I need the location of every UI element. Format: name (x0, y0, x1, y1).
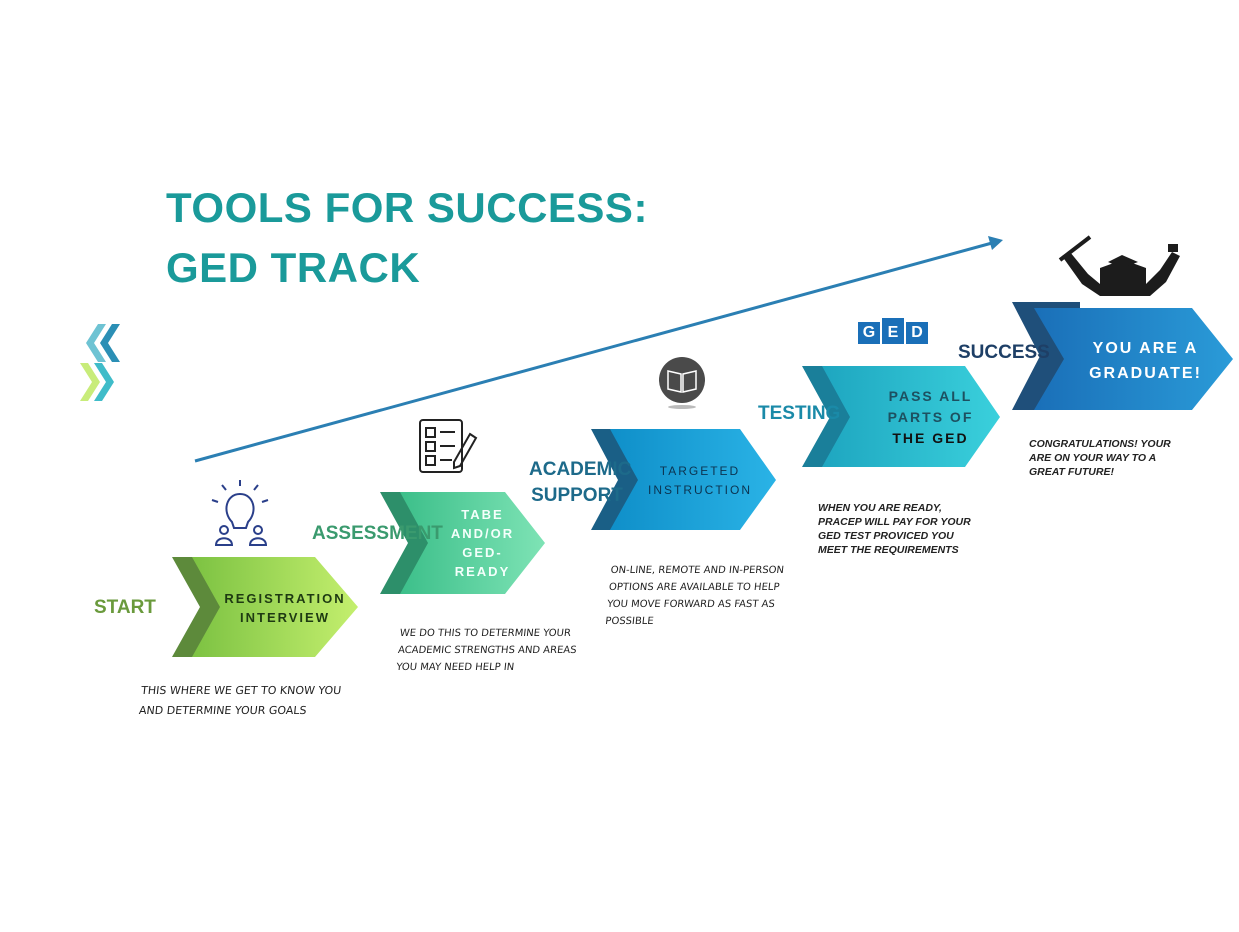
progress-arrow-line (194, 241, 993, 463)
stage-5-desc-line1: CONGRATULATIONS! YOUR (1029, 438, 1171, 450)
stage-2-chevron-text: TABE AND/OR GED- READY (430, 505, 535, 581)
stage-5-chevron (1012, 302, 1233, 410)
stage-5-chevron-text: YOU ARE A GRADUATE! (1068, 336, 1223, 386)
stage-3-chevron (591, 429, 776, 530)
stage-1-label: START (94, 597, 156, 618)
stage-3-desc-line4: POSSIBLE (604, 616, 655, 627)
stage-3-chevron-line2: INSTRUCTION (648, 483, 752, 497)
stage-5-chevron-line1: YOU ARE A (1092, 340, 1199, 357)
stage-1-chevron-text: REGISTRATION INTERVIEW (220, 589, 350, 627)
stage-2-desc-line2: ACADEMIC STRENGTHS AND AREAS (397, 645, 578, 656)
stage-1-chevron-line2: INTERVIEW (240, 610, 330, 625)
stage-4-desc-line2: PRACEP WILL PAY FOR YOUR (818, 516, 971, 528)
open-book-icon (659, 357, 705, 409)
stage-4-chevron-line3: THE GED (892, 430, 969, 446)
stage-4-chevron-line2: PARTS OF (887, 409, 974, 425)
stage-5-desc-line2: ARE ON YOUR WAY TO A (1029, 452, 1157, 464)
stage-4-desc-line1: WHEN YOU ARE READY, (818, 502, 942, 514)
stage-2-chevron-line4: READY (454, 564, 511, 579)
stage-4-desc-line4: MEET THE REQUIREMENTS (818, 544, 959, 556)
stage-2-desc-line3: YOU MAY NEED HELP IN (395, 662, 515, 673)
page-title-line2: GED TRACK (166, 244, 421, 291)
stage-3-desc-line1: ON-LINE, REMOTE AND IN-PERSON (610, 565, 785, 576)
stage-2-desc-line1: WE DO THIS TO DETERMINE YOUR (399, 628, 572, 639)
stage-1-desc-line2: AND DETERMINE YOUR GOALS (138, 704, 308, 717)
stage-4-chevron-line1: PASS ALL (888, 388, 973, 404)
stage-1-desc-line1: THIS WHERE WE GET TO KNOW YOU (140, 684, 342, 697)
stage-2-description: WE DO THIS TO DETERMINE YOUR ACADEMIC ST… (395, 625, 579, 676)
stage-4-desc-line3: GED TEST PROVICED YOU (818, 530, 954, 542)
stage-3-label-line2: SUPPORT (531, 485, 623, 506)
lightbulb-people-icon (211, 480, 269, 546)
stage-5-label: SUCCESS (958, 342, 1050, 363)
stage-3-desc-line3: YOU MOVE FORWARD AS FAST AS (606, 599, 776, 610)
stage-2-chevron-line1: TABE (461, 507, 504, 522)
stage-3-label: ACADEMIC SUPPORT (529, 457, 632, 509)
stage-2-chevron (380, 492, 545, 594)
progress-arrow-head (988, 236, 1003, 250)
stage-3-chevron-line1: TARGETED (659, 464, 741, 478)
ged-letter-g: G (862, 324, 876, 341)
ged-logo (858, 318, 928, 344)
stage-4-chevron (802, 366, 1000, 467)
stage-3-chevron-text: TARGETED INSTRUCTION (640, 462, 760, 500)
decorative-chevrons-icon (80, 324, 120, 401)
stage-2-chevron-line2: AND/OR (450, 526, 515, 541)
stage-3-description: ON-LINE, REMOTE AND IN-PERSON OPTIONS AR… (604, 562, 785, 630)
ged-letter-e: E (887, 324, 899, 341)
stage-4-description: WHEN YOU ARE READY, PRACEP WILL PAY FOR … (818, 501, 971, 557)
ged-logo-letters: G E D (858, 322, 928, 344)
checklist-pencil-icon (419, 419, 478, 473)
ged-letter-d: D (911, 324, 923, 341)
stage-1-chevron (172, 557, 358, 657)
stage-1-chevron-line1: REGISTRATION (224, 591, 346, 606)
stage-5-chevron-line2: GRADUATE! (1089, 365, 1202, 382)
stage-2-chevron-line3: GED- (462, 545, 503, 560)
graduate-silhouette-icon (1058, 235, 1180, 296)
stage-1-description: THIS WHERE WE GET TO KNOW YOU AND DETERM… (138, 681, 342, 721)
stage-5-description: CONGRATULATIONS! YOUR ARE ON YOUR WAY TO… (1029, 437, 1171, 479)
stage-3-label-line1: ACADEMIC (529, 459, 632, 480)
stage-4-label: TESTING (758, 403, 841, 424)
stage-4-chevron-text: PASS ALL PARTS OF THE GED (868, 386, 993, 449)
page-title-line1: TOOLS FOR SUCCESS: (166, 184, 648, 231)
stage-2-label: ASSESSMENT (312, 523, 443, 544)
stage-3-desc-line2: OPTIONS ARE AVAILABLE TO HELP (608, 582, 780, 593)
stage-5-desc-line3: GREAT FUTURE! (1029, 466, 1114, 478)
